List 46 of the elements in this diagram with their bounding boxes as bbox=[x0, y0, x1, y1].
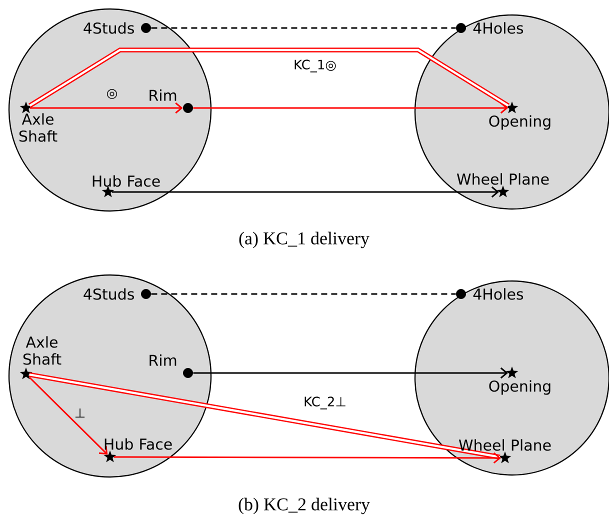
point-label: Wheel Plane bbox=[456, 173, 549, 185]
star-marker bbox=[496, 186, 510, 198]
dashed-line bbox=[151, 27, 456, 29]
point-label: Hub Face bbox=[104, 438, 172, 450]
edge-label: KC_2⊥ bbox=[302, 396, 348, 410]
star-marker bbox=[20, 102, 32, 114]
point-label: Rim bbox=[150, 354, 176, 366]
dot-marker bbox=[456, 289, 466, 299]
arrow bbox=[30, 102, 183, 114]
star-marker bbox=[498, 452, 512, 464]
arrow bbox=[112, 186, 500, 198]
star-marker bbox=[102, 186, 114, 198]
point-label: Axle Shaft bbox=[19, 113, 58, 142]
arrow bbox=[193, 367, 508, 379]
star-marker bbox=[506, 366, 518, 378]
point-label: 4Studs bbox=[84, 22, 134, 34]
circle bbox=[8, 274, 212, 478]
point-label: 4Holes bbox=[473, 22, 524, 34]
point-label: Rim bbox=[150, 89, 176, 101]
caption: (b) KC_2 delivery bbox=[238, 498, 370, 514]
double-line bbox=[28, 48, 510, 108]
arrow bbox=[29, 376, 108, 455]
circle bbox=[414, 280, 609, 476]
circle bbox=[8, 8, 212, 212]
point-label: 4Holes bbox=[473, 288, 524, 300]
arrow bbox=[193, 102, 508, 114]
star-marker bbox=[104, 450, 116, 462]
dot-marker bbox=[183, 368, 193, 378]
double-line bbox=[28, 372, 500, 460]
caption: (a) KC_1 delivery bbox=[239, 232, 370, 248]
dot-marker bbox=[456, 23, 466, 33]
dot-marker bbox=[141, 23, 151, 33]
circle bbox=[414, 14, 609, 210]
dashed-line bbox=[151, 293, 456, 295]
point-label: 4Studs bbox=[84, 288, 134, 300]
arrow bbox=[114, 452, 502, 464]
star-marker bbox=[506, 102, 518, 114]
edge-label: KC_1◎ bbox=[292, 58, 338, 74]
point-label: Wheel Plane bbox=[458, 439, 551, 451]
point-label: Axle Shaft bbox=[23, 336, 62, 365]
star-marker bbox=[20, 368, 32, 380]
dot-marker bbox=[183, 103, 193, 113]
point-label: Hub Face bbox=[92, 175, 160, 187]
point-label: Opening bbox=[489, 380, 550, 395]
dot-marker bbox=[141, 289, 151, 299]
point-label: Opening bbox=[489, 115, 550, 130]
